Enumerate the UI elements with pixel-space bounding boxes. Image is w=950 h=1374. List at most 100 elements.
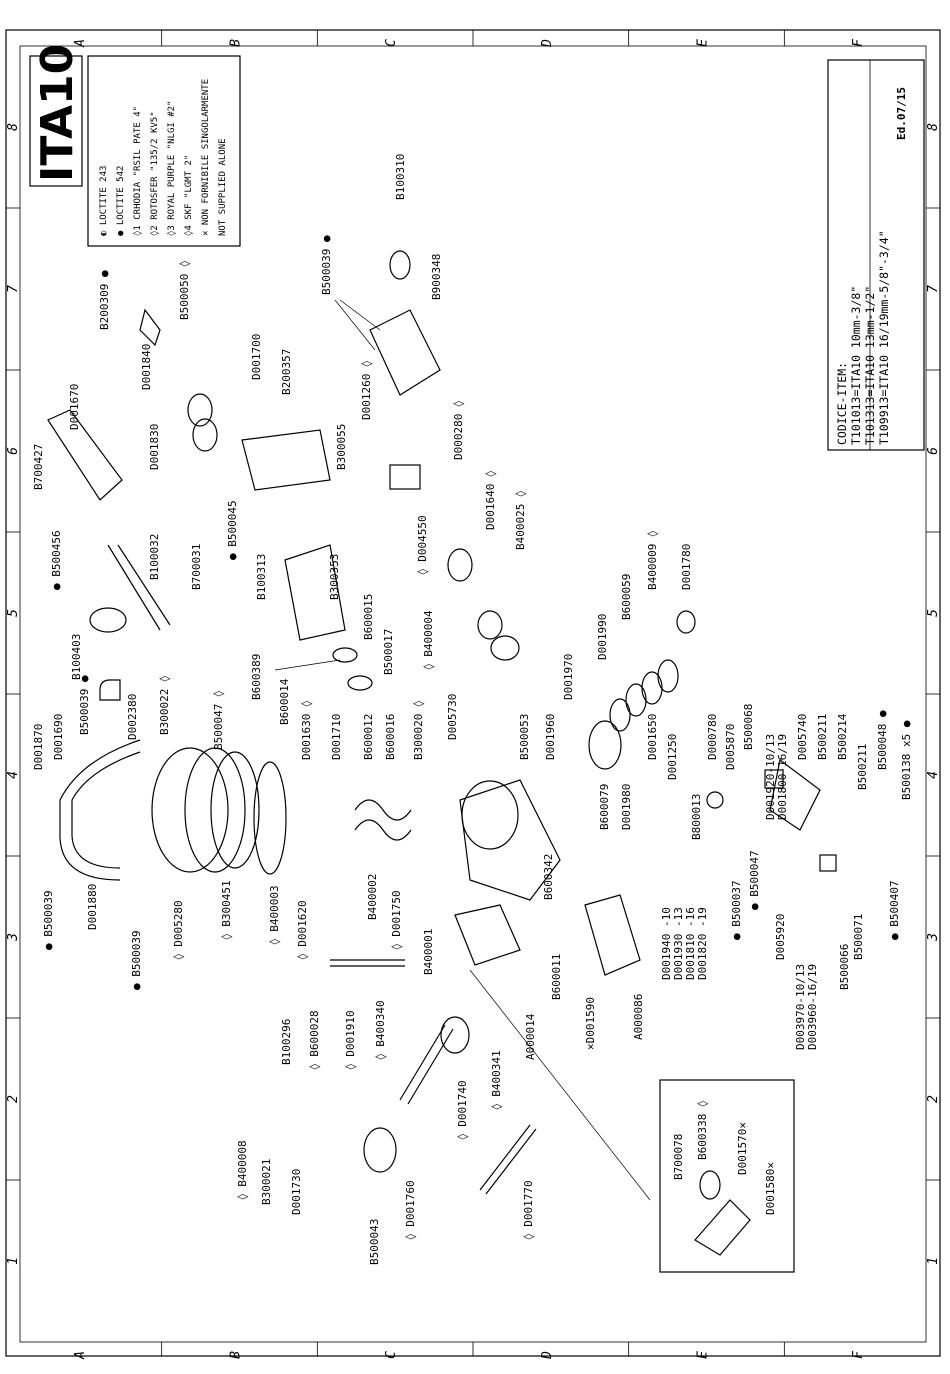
grid-ticks	[6, 30, 940, 1356]
part-label: ◊ B400008	[236, 1140, 249, 1200]
part-label: D001840	[140, 344, 153, 390]
part-label: B100403	[70, 634, 83, 680]
legend-item: ◊2 ROTOSFER "135/2 KV5"	[149, 111, 160, 236]
part-label: B500068	[742, 704, 755, 750]
part-label: ● B500456	[50, 530, 63, 590]
grid-letter-C-top: C	[384, 39, 399, 47]
grid-number-1-right: 1	[926, 1257, 941, 1265]
grid-letter-A-bottom: A	[73, 1351, 88, 1360]
part-label: ◊ B400341	[490, 1050, 503, 1110]
part-label: B100310	[394, 154, 407, 200]
part-label: D003960-16/19	[806, 964, 819, 1050]
leader-b500039	[334, 299, 381, 351]
grid-letter-D-bottom: D	[540, 1351, 555, 1360]
part-label: B500048 ●	[876, 710, 889, 770]
grid-number-4-right: 4	[926, 771, 941, 779]
part-label: B600338 ◊	[696, 1100, 709, 1160]
part-label: D001780	[680, 544, 693, 590]
part-label: B600079	[598, 784, 611, 830]
part-label: B300353	[328, 554, 341, 600]
part-label: ● B500039	[130, 930, 143, 990]
block-a000014	[454, 904, 521, 966]
part-label: B600342	[542, 854, 555, 900]
bearing-d001740	[440, 1016, 470, 1054]
part-label: D000780	[706, 714, 719, 760]
motor-plate	[210, 751, 260, 869]
legend-item: ◊3 ROYAL PURPLE "NLGI #2"	[166, 101, 177, 236]
part-label: D001970	[562, 654, 575, 700]
grid-number-3-left: 3	[6, 933, 21, 942]
hose-clamp	[89, 607, 127, 633]
legend-item: NOT SUPPLIED ALONE	[218, 138, 228, 236]
housing-d005730	[459, 779, 561, 901]
washer-3	[641, 671, 663, 705]
part-label: D001650	[646, 714, 659, 760]
part-label: B400009 ◊	[646, 530, 659, 590]
part-label: D001630 ◊	[300, 700, 313, 760]
code-line-2: T101313=ITA10 13mm-1/2"	[863, 286, 877, 445]
part-label: ◊ D001770	[522, 1180, 535, 1240]
part-label: D001830	[148, 424, 161, 470]
edition-text: Ed.07/15	[895, 87, 908, 140]
part-label: B700427	[32, 444, 45, 490]
part-label: ◊ B400004	[422, 610, 435, 670]
title-box	[29, 55, 83, 187]
part-label: B500047 ◊	[212, 690, 225, 750]
part-d000780	[706, 791, 724, 809]
bearing-b400025	[477, 610, 503, 640]
oring-1	[332, 647, 358, 663]
part-label: B300022 ◊	[158, 675, 171, 735]
part-label: B400001	[422, 929, 435, 975]
part-label: B600011	[550, 954, 563, 1000]
part-label: B900348	[430, 254, 443, 300]
part-label: B700078	[672, 1134, 685, 1180]
part-label: D001930 -13	[672, 907, 685, 980]
legend-item: ● LOCTITE 542	[116, 166, 126, 236]
part-label: ● B500037	[730, 880, 743, 940]
part-label: D001640 ◊	[484, 470, 497, 530]
part-label: D005730	[446, 694, 459, 740]
grid-number-6-left: 6	[6, 447, 21, 455]
part-label: D001810 -16	[684, 907, 697, 980]
part-label: B500017	[382, 629, 395, 675]
part-label: D005870	[724, 724, 737, 770]
grid-letter-B-top: B	[229, 39, 244, 47]
part-label: ● B500045	[226, 500, 239, 560]
part-label: D001870	[32, 724, 45, 770]
grid-number-7-left: 7	[6, 285, 21, 293]
part-label: B100313	[255, 554, 268, 600]
part-label: D001730	[290, 1169, 303, 1215]
part-label: B400002	[366, 874, 379, 920]
legend-item: ◐ LOCTITE 243	[99, 166, 109, 236]
part-label: D005740	[796, 714, 809, 760]
grid-letter-D-top: D	[540, 39, 555, 48]
rod-b100032	[107, 544, 161, 631]
part-label: ◊ D001740	[456, 1080, 469, 1140]
part-label: B600059	[620, 574, 633, 620]
handle-clamp	[99, 679, 121, 701]
part-label: D001570✕	[736, 1122, 749, 1175]
bearing-2	[490, 635, 520, 661]
fitting-b100310	[389, 250, 411, 280]
grid-number-7-right: 7	[926, 285, 941, 293]
part-label: D002380	[126, 694, 139, 740]
part-label: B100032	[148, 534, 161, 580]
part-label: D001990	[596, 614, 609, 660]
part-label: ● B500047	[748, 850, 761, 910]
part-label: B300021	[260, 1159, 273, 1205]
part-label: B500138 x5 ●	[900, 720, 913, 800]
legend-item: ◊4 SKF "LGMT 2"	[183, 155, 194, 236]
grid-number-4-left: 4	[6, 771, 21, 779]
grid-letter-E-bottom: E	[696, 1351, 711, 1359]
part-label: ● B500039	[42, 890, 55, 950]
rod-b100032-edge	[117, 544, 171, 626]
valve-block	[241, 429, 331, 491]
inset-sleeve	[699, 1170, 721, 1200]
grid-letter-F-bottom: F	[851, 1350, 866, 1359]
trigger-a	[187, 393, 213, 427]
gear-d001980	[588, 720, 622, 770]
